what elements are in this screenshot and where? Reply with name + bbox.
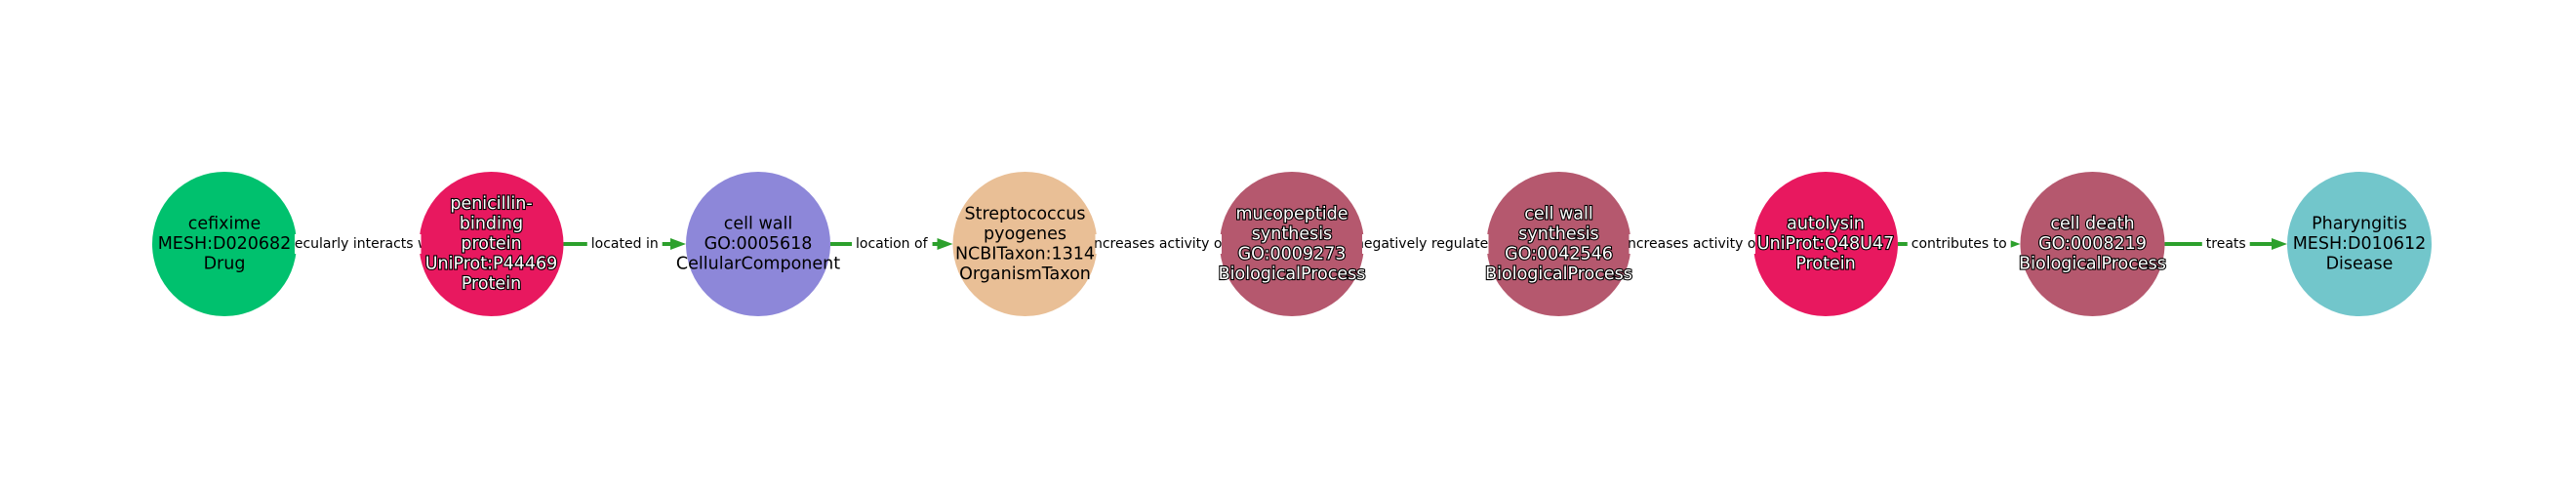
node-circle	[2020, 172, 2165, 316]
node-circle	[1753, 172, 1898, 316]
edge-label-text: location of	[856, 236, 929, 252]
node-label-line: protein	[461, 234, 521, 254]
node-label-line: synthesis	[1252, 224, 1332, 244]
node-label-line: cell death	[2050, 215, 2134, 234]
edge-arrow	[2272, 238, 2287, 250]
node-label-line: GO:0005618	[704, 234, 813, 254]
node-label-line: GO:0042546	[1505, 244, 1613, 264]
node-label-line: mucopeptide	[1235, 204, 1348, 224]
edge-label-background	[1095, 234, 1222, 254]
edge-label: molecularly interacts with	[269, 234, 447, 254]
edge-label-background	[586, 234, 663, 254]
node-label-line: cefixime	[188, 215, 261, 234]
node-label-line: cell wall	[1524, 204, 1592, 224]
node-label-line: MESH:D020682	[158, 234, 292, 254]
edge-labels-layer: molecularly interacts with located in loca…	[269, 234, 2250, 254]
node-circle	[952, 172, 1098, 316]
edge-label-text: increases activity of	[1624, 236, 1761, 252]
edge-label: treats	[2201, 234, 2250, 254]
node: mucopeptidesynthesisGO:0009273Biological…	[1218, 172, 1366, 316]
node-label-line: autolysin	[1787, 215, 1865, 234]
edge-label-background	[852, 234, 933, 254]
node-label-line: Protein	[462, 274, 521, 294]
node-label-line: NCBITaxon:1314	[955, 244, 1095, 264]
edge-label: increases activity of	[1090, 234, 1228, 254]
edge-label: located in	[586, 234, 663, 254]
edge-arrow	[937, 238, 953, 250]
node-label-line: MESH:D010612	[2293, 234, 2427, 254]
edge-label-text: increases activity of	[1090, 236, 1228, 252]
node-label-line: BiologicalProcess	[2019, 255, 2166, 274]
edge-label-background	[1629, 234, 1755, 254]
edge-label: contributes to	[1907, 234, 2011, 254]
edge-label-text: negatively regulates	[1355, 236, 1496, 252]
edge-label-text: located in	[591, 236, 659, 252]
node-label-line: OrganismTaxon	[959, 264, 1091, 284]
node-circle	[152, 172, 297, 316]
node: StreptococcuspyogenesNCBITaxon:1314Organ…	[952, 172, 1098, 316]
node-label-line: penicillin-	[450, 194, 532, 214]
edge-label: negatively regulates	[1355, 234, 1496, 254]
node-label-line: binding	[460, 215, 523, 234]
node-circle	[2287, 172, 2432, 316]
node-label-line: cell wall	[724, 215, 792, 234]
edge-label-background	[1907, 234, 2011, 254]
edge-label-text: contributes to	[1912, 236, 2007, 252]
node-label-line: BiologicalProcess	[1219, 264, 1366, 284]
edge-label-background	[1362, 234, 1489, 254]
node-label-line: synthesis	[1518, 224, 1598, 244]
node-circle	[1220, 172, 1364, 316]
node-label-line: UniProt:P44469	[425, 255, 558, 274]
node-label-line: Pharyngitis	[2312, 215, 2407, 234]
edge-label-background	[2201, 234, 2250, 254]
node-label-line: GO:0008219	[2038, 234, 2147, 254]
node-circle	[1486, 172, 1631, 316]
node-label-line: Drug	[204, 255, 246, 274]
node-label-line: Protein	[1795, 255, 1855, 274]
edge-label-background	[295, 234, 422, 254]
node-label-line: CellularComponent	[676, 255, 840, 274]
node-label-line: Disease	[2326, 255, 2394, 274]
node-label-line: pyogenes	[984, 224, 1067, 244]
node: cell wallsynthesisGO:0042546BiologicalPr…	[1484, 172, 1633, 316]
node-label-line: Streptococcus	[964, 204, 1085, 224]
edge-label: increases activity of	[1624, 234, 1761, 254]
node-label-line: UniProt:Q48U47	[1757, 234, 1894, 254]
node-circle	[686, 172, 830, 316]
node-circle	[419, 172, 564, 316]
edge-arrow	[670, 238, 686, 250]
edge-label-text: molecularly interacts with	[269, 236, 447, 252]
node: penicillin-bindingproteinUniProt:P44469P…	[419, 172, 564, 316]
edge-label: location of	[852, 234, 933, 254]
edge-label-text: treats	[2206, 236, 2246, 252]
node-label-line: BiologicalProcess	[1485, 264, 1632, 284]
node-label-line: GO:0009273	[1238, 244, 1347, 264]
